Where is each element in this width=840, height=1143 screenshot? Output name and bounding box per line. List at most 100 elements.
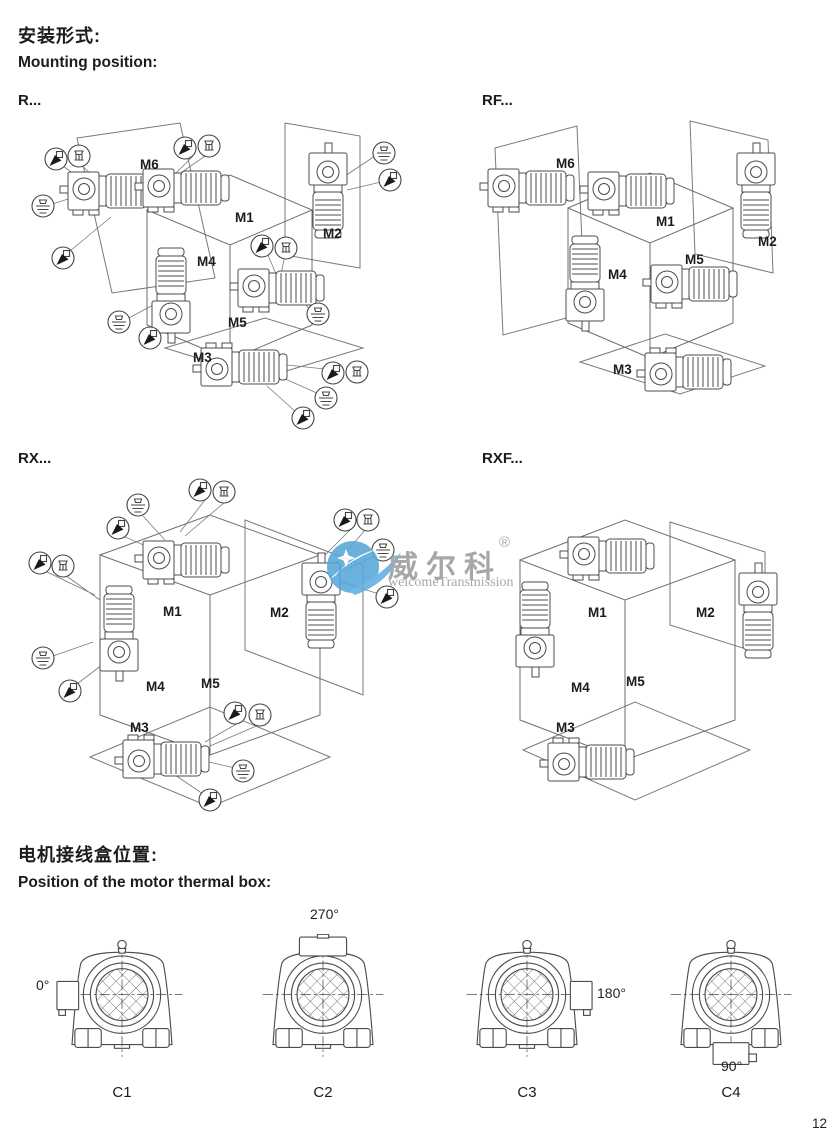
watermark-logo-icon xyxy=(327,541,401,595)
gearmotor-m5 xyxy=(229,268,325,313)
motor-body xyxy=(262,941,384,1058)
mounting-title-en: Mounting position: xyxy=(18,54,158,71)
position-label-rxf-m2: M2 xyxy=(696,605,715,620)
position-label-rxf-m4: M4 xyxy=(571,680,590,695)
gearmotor-m2 xyxy=(736,142,776,239)
oil-level-plug-icon xyxy=(231,759,255,783)
breather-valve-icon xyxy=(345,360,369,384)
position-label-rf-m2: M2 xyxy=(758,234,777,249)
watermark: 威尔科 ® welcomeTransmission xyxy=(315,528,530,606)
position-label-rx-m3: M3 xyxy=(130,720,149,735)
gearmotor-m2 xyxy=(738,562,778,659)
position-label-rx-m5: M5 xyxy=(201,676,220,691)
watermark-brand: 威尔科 xyxy=(388,551,502,584)
oil-drain-plug-icon xyxy=(250,234,274,258)
thermalbox-title-zh: 电机接线盒位置: xyxy=(18,845,158,865)
oil-level-plug-icon xyxy=(31,646,55,670)
position-label-rf-m3: M3 xyxy=(613,362,632,377)
position-label-rf-m6: M6 xyxy=(556,156,575,171)
gearmotor-m1 xyxy=(579,171,675,216)
position-label-r-m6: M6 xyxy=(140,157,159,172)
eyebolt xyxy=(117,939,127,954)
mounting-planes xyxy=(88,519,364,808)
mounting-title-zh: 安装形式: xyxy=(18,26,101,46)
oil-drain-plug-icon xyxy=(198,788,222,812)
angle-label-c3: 180° xyxy=(597,985,626,1001)
view-label-c1: C1 xyxy=(112,1084,132,1101)
diagram-rxf xyxy=(515,519,778,801)
oil-level-plug-icon xyxy=(314,386,338,410)
position-label-rxf-m3: M3 xyxy=(556,720,575,735)
page-number: 12 xyxy=(812,1116,828,1131)
oil-level-plug-icon xyxy=(306,302,330,326)
angle-label-c2: 270° xyxy=(310,906,339,922)
view-label-c3: C3 xyxy=(517,1084,537,1101)
gearmotor-m1 xyxy=(559,536,655,581)
position-label-r-m4: M4 xyxy=(197,254,216,269)
gearmotor-m6 xyxy=(59,171,155,216)
terminal-box-right xyxy=(569,980,593,1016)
position-label-r-m3: M3 xyxy=(193,350,212,365)
position-label-rf-m4: M4 xyxy=(608,267,627,282)
oil-drain-plug-icon xyxy=(51,246,75,270)
oil-level-plug-icon xyxy=(372,141,396,165)
motor-front-view-c1 xyxy=(56,939,183,1058)
position-label-rf-m5: M5 xyxy=(685,252,704,267)
position-label-rxf-m1: M1 xyxy=(588,605,607,620)
oil-drain-plug-icon xyxy=(378,168,402,192)
breather-valve-icon xyxy=(51,554,75,578)
gearmotor-m2 xyxy=(308,142,348,239)
gearmotor-m4 xyxy=(565,235,605,332)
view-label-c2: C2 xyxy=(313,1084,333,1101)
oil-drain-plug-icon xyxy=(28,551,52,575)
oil-drain-plug-icon xyxy=(173,136,197,160)
position-label-r-m2: M2 xyxy=(323,226,342,241)
oil-level-plug-icon xyxy=(31,194,55,218)
angle-label-c1: 0° xyxy=(36,977,50,993)
oil-drain-plug-icon xyxy=(223,701,247,725)
motor-front-view-c2 xyxy=(262,934,384,1058)
gearmotor-m6 xyxy=(479,168,575,213)
registered-mark: ® xyxy=(499,534,511,551)
oil-drain-plug-icon xyxy=(188,478,212,502)
gearmotor-m3 xyxy=(114,734,210,779)
breather-valve-icon xyxy=(212,480,236,504)
gearmotor-m4 xyxy=(151,247,191,344)
gearmotor-m3 xyxy=(636,347,732,392)
gearmotor-m1 xyxy=(134,168,230,213)
section-title-r: R... xyxy=(18,92,42,109)
motor-body xyxy=(670,941,792,1058)
motor-front-view-c3 xyxy=(466,939,593,1058)
position-label-rx-m1: M1 xyxy=(163,604,182,619)
position-label-rf-m1: M1 xyxy=(656,214,675,229)
gearmotor-m1 xyxy=(134,540,230,585)
oil-drain-plug-icon xyxy=(138,326,162,350)
terminal-box-left xyxy=(56,980,80,1016)
position-label-rx-m4: M4 xyxy=(146,679,165,694)
motor-body xyxy=(466,941,588,1058)
oil-level-plug-icon xyxy=(126,493,150,517)
breather-valve-icon xyxy=(248,703,272,727)
section-title-rf: RF... xyxy=(482,92,513,109)
oil-drain-plug-icon xyxy=(58,679,82,703)
terminal-box-top xyxy=(298,934,348,957)
eyebolt xyxy=(726,939,736,954)
diagram-rf xyxy=(479,120,776,395)
gearmotor-m3 xyxy=(539,737,635,782)
gearmotor-m5 xyxy=(642,264,738,309)
position-label-r-m1: M1 xyxy=(235,210,254,225)
watermark-subtitle: welcomeTransmission xyxy=(388,575,514,590)
breather-valve-icon xyxy=(197,134,221,158)
oil-drain-plug-icon xyxy=(106,516,130,540)
oil-drain-plug-icon xyxy=(44,147,68,171)
oil-drain-plug-icon xyxy=(291,406,315,430)
eyebolt xyxy=(522,939,532,954)
diagram-rx xyxy=(28,478,399,812)
motor-front-view-c4 xyxy=(670,939,792,1065)
position-label-rx-m2: M2 xyxy=(270,605,289,620)
position-label-r-m5: M5 xyxy=(228,315,247,330)
position-label-rxf-m5: M5 xyxy=(626,674,645,689)
section-title-rxf: RXF... xyxy=(482,450,523,467)
diagram-r xyxy=(31,122,402,430)
